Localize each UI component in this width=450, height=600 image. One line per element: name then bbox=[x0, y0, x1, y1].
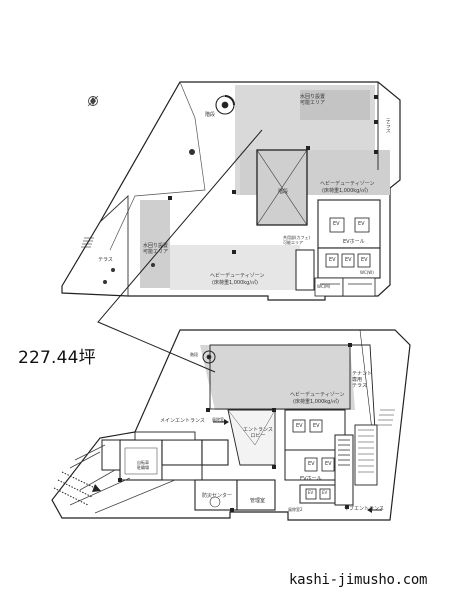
site-watermark: kashi-jimusho.com bbox=[289, 572, 428, 588]
lower-ev-label-4: EV bbox=[325, 461, 332, 467]
lower-heavy-duty-label: ヘビーデューティゾーン bbox=[290, 392, 345, 398]
disaster-center-label: 防災センター bbox=[202, 493, 233, 499]
terrace-right-label: テラス bbox=[384, 118, 391, 133]
upper-ev-label-1: EV bbox=[333, 221, 340, 227]
upper-ev-label-2: EV bbox=[358, 221, 365, 227]
lower-ev-label-1: EV bbox=[296, 423, 303, 429]
heavy-duty-top-load: (床荷重1,000kg/㎡) bbox=[322, 188, 368, 194]
area-label: 227.44坪 bbox=[18, 348, 96, 368]
heavy-duty-top-label: ヘビーデューティゾーン bbox=[320, 181, 375, 187]
wc-men-label: WC(M) bbox=[317, 284, 331, 289]
cafe-area-label: 共用部(カフェ) 可能エリア bbox=[283, 235, 311, 245]
heavy-duty-bottom-label: ヘビーデューティゾーン bbox=[210, 273, 265, 279]
wind-room-2-label: 風除室2 bbox=[288, 507, 303, 512]
water-area-left-label: 水回り設置 可能エリア bbox=[143, 243, 169, 255]
area-leader-line bbox=[97, 129, 263, 373]
upper-ev-label-3: EV bbox=[329, 257, 336, 263]
terrace-left-label: テラス bbox=[98, 257, 113, 263]
management-room-label: 管理室 bbox=[250, 498, 266, 504]
water-area-top-label: 水回り設置 可能エリア bbox=[300, 94, 326, 106]
upper-stairs-label: 階段 bbox=[205, 112, 216, 118]
heavy-duty-bottom-load: (床荷重1,000kg/㎡) bbox=[212, 280, 258, 286]
lower-ev-label-3: EV bbox=[308, 461, 315, 467]
lower-ev-label-2: EV bbox=[313, 423, 320, 429]
bike-parking-label: 自転車 駐輪場 bbox=[137, 460, 149, 470]
lower-heavy-duty-load: (床荷重1,000kg/㎡) bbox=[293, 399, 339, 405]
lower-heavy-duty-zone bbox=[200, 345, 355, 410]
tenant-terrace-label: テナント 専用 テラス bbox=[352, 371, 373, 389]
compass-icon bbox=[87, 95, 99, 107]
lower-ev-label-5: EV bbox=[308, 490, 314, 495]
upper-ev-hall-label: EVホール bbox=[343, 239, 365, 245]
upper-ev-label-4: EV bbox=[345, 257, 352, 263]
sub-entrance-label: サブエントランス bbox=[344, 506, 384, 512]
wc-women-label: WC(W) bbox=[360, 270, 374, 275]
upper-core-stairs-label: 階段 bbox=[278, 189, 289, 195]
lower-stairs-label: 階段 bbox=[190, 352, 198, 357]
upper-ev-label-5: EV bbox=[361, 257, 368, 263]
lower-ev-label-6: EV bbox=[322, 490, 328, 495]
lower-ev-hall-label: EVホール bbox=[300, 476, 322, 482]
lower-floor-plan bbox=[51, 329, 411, 521]
main-entrance-label: メインエントランス bbox=[160, 418, 205, 424]
upper-floor-plan bbox=[61, 81, 401, 301]
entrance-lobby-label: エントランス ロビー bbox=[243, 427, 273, 439]
wind-room-label: 風除室 bbox=[212, 417, 224, 422]
